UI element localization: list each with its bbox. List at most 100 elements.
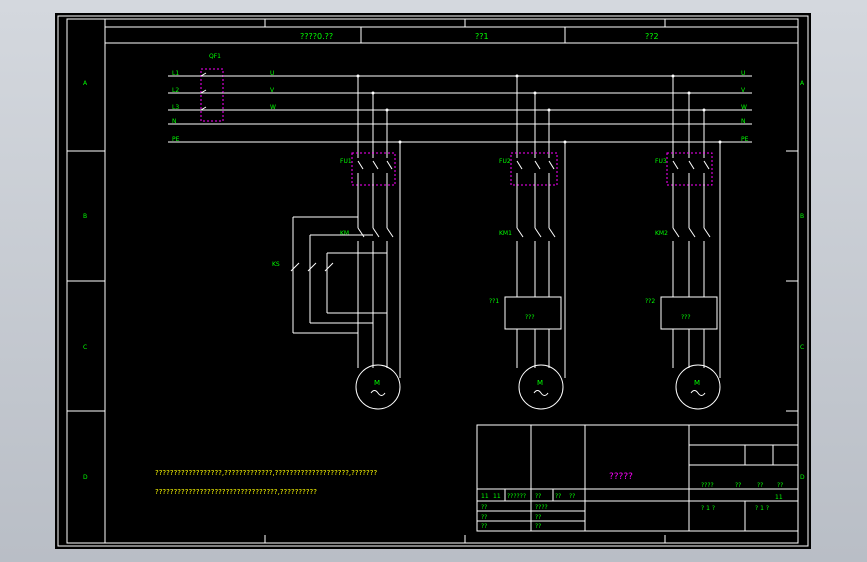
mid-terminal-u: U xyxy=(270,70,274,77)
branch1-fu-label: FU1 xyxy=(340,158,352,165)
branch1-node-0 xyxy=(356,74,360,78)
left-label-1: ?? xyxy=(481,514,487,521)
ks-label: KS xyxy=(272,261,280,268)
power-bus xyxy=(168,75,752,143)
mid-label-0: ???? xyxy=(535,504,548,511)
frame xyxy=(57,15,809,547)
title-col1: ????0.?? xyxy=(300,32,333,41)
right-terminal-u: U xyxy=(741,70,745,77)
mid-terminal-w: W xyxy=(270,104,276,111)
branch1-km-contact-1 xyxy=(372,227,380,238)
branch3-km-contact-0 xyxy=(672,227,680,238)
branch2-km-contact-1 xyxy=(534,227,542,238)
title-block-labels: ???? ?? ?? ?? 11 ? 1 ? ? 1 ? 11 11 ?????… xyxy=(481,482,783,530)
bus-label-pe: PE xyxy=(172,136,180,143)
branch2-motor-label: M xyxy=(537,379,543,387)
star-delta-wiring xyxy=(290,216,387,334)
right-terminal-v: V xyxy=(741,87,746,94)
svg-text:B: B xyxy=(83,213,87,220)
bus-label-l3: L3 xyxy=(172,104,179,111)
branch3-fuse-contact-2 xyxy=(703,160,710,170)
title-block xyxy=(476,424,799,532)
branch3-node-2 xyxy=(702,108,706,112)
branch3-fu-label: FU3 xyxy=(655,158,667,165)
row-label-5: ?? xyxy=(569,493,575,500)
branch3-fuse-contact-0 xyxy=(672,160,679,170)
svg-text:B: B xyxy=(800,213,804,220)
branch2-node-1 xyxy=(533,91,537,95)
branch3-vfd-label: ??2 xyxy=(645,298,655,305)
branch2-fu-label: FU2 xyxy=(499,158,511,165)
title-col3: ??2 xyxy=(645,32,659,41)
svg-text:A: A xyxy=(800,80,805,87)
row-label-3: ?? xyxy=(535,493,541,500)
branch3-km-contact-2 xyxy=(703,227,711,238)
branch2-km-contact-0 xyxy=(516,227,524,238)
branch2-fuse-contact-0 xyxy=(516,160,523,170)
branch2-fuse-contact-2 xyxy=(548,160,555,170)
branch2-vfd-box xyxy=(504,296,562,330)
branch1-motor-label: M xyxy=(374,379,380,387)
row-label-4: ?? xyxy=(555,493,561,500)
branch2-node-0 xyxy=(515,74,519,78)
sheet-total: ? 1 ? xyxy=(701,505,715,512)
left-label-0: ?? xyxy=(481,504,487,511)
branch3-fuse-box xyxy=(666,152,713,186)
right-terminal-pe: PE xyxy=(741,136,749,143)
note-line-1: ??????????????????,?????????????,???????… xyxy=(155,469,377,477)
branch1-km-contact-2 xyxy=(386,227,394,238)
bus-label-l2: L2 xyxy=(172,87,179,94)
branch2-node-2 xyxy=(547,108,551,112)
branch3-node-0 xyxy=(671,74,675,78)
scale-header-2: ?? xyxy=(757,482,763,489)
bus-label-l1: L1 xyxy=(172,70,179,77)
branch3-motor-circle xyxy=(675,364,721,410)
scale-header-3: ?? xyxy=(777,482,783,489)
drawing-number: ????? xyxy=(609,472,633,482)
title-col2: ??1 xyxy=(475,32,489,41)
branch2-motor-circle xyxy=(518,364,564,410)
branch2-pe-node xyxy=(563,140,567,144)
branch3-pe-node xyxy=(718,140,722,144)
branch3-fuse-contact-1 xyxy=(688,160,695,170)
scale-header-1: ?? xyxy=(735,482,741,489)
svg-text:D: D xyxy=(800,474,805,481)
branch1-node-2 xyxy=(385,108,389,112)
mid-label-1: ?? xyxy=(535,514,541,521)
right-terminal-w: W xyxy=(741,104,747,111)
branch1-motor-circle xyxy=(355,364,401,410)
scale-header-0: ???? xyxy=(701,482,714,489)
branch1-motor-wave xyxy=(370,390,386,396)
left-label-2: ?? xyxy=(481,523,487,530)
branch1-fuse-contact-2 xyxy=(386,160,393,170)
branch1-km-label: KM xyxy=(340,230,349,237)
branch1-node-1 xyxy=(371,91,375,95)
branch3-km-label: KM2 xyxy=(655,230,668,237)
branch2-km-contact-2 xyxy=(548,227,556,238)
note-line-2: ?????????????????????????????????,??????… xyxy=(155,488,317,496)
branch1-pe-node xyxy=(398,140,402,144)
branch2-vfd-text: ??? xyxy=(525,314,535,321)
bus-label-n: N xyxy=(172,118,177,125)
branch2-fuse-contact-1 xyxy=(534,160,541,170)
svg-text:D: D xyxy=(83,474,88,481)
right-terminal-n: N xyxy=(741,118,746,125)
svg-text:A: A xyxy=(83,80,88,87)
branch2-km-label: KM1 xyxy=(499,230,512,237)
branch2-vfd-label: ??1 xyxy=(489,298,499,305)
branch1-km-contact-0 xyxy=(357,227,365,238)
mid-terminal-v: V xyxy=(270,87,275,94)
branch3-motor-wave xyxy=(690,390,706,396)
row-label-2: ?????? xyxy=(507,493,526,500)
mid-label-2: ?? xyxy=(535,523,541,530)
main-breaker-qf1[interactable]: QF1 xyxy=(200,53,224,122)
svg-text:C: C xyxy=(800,344,804,351)
branch3-vfd-box xyxy=(660,296,718,330)
branch3-km-contact-1 xyxy=(688,227,696,238)
branch2-fuse-box xyxy=(510,152,558,186)
